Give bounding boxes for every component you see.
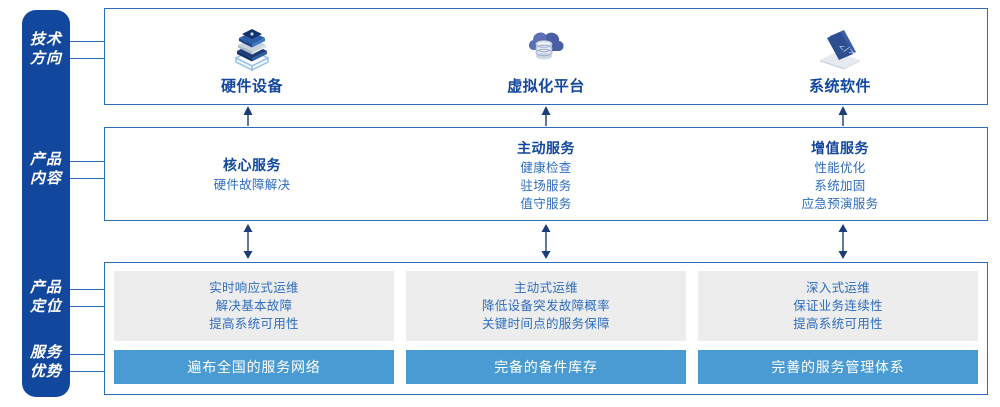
arrow-up-hardware xyxy=(241,106,255,127)
rail-label-line2: 定位 xyxy=(29,298,62,315)
bottom-column-3[interactable]: 深入式运维 保证业务连续性 提高系统可用性 完善的服务管理体系 xyxy=(698,271,978,386)
content-item: 硬件故障解决 xyxy=(213,177,291,192)
rail-label-line1: 技术 xyxy=(29,31,62,48)
technology-item-label: 硬件设备 xyxy=(220,78,283,95)
arrow-double-proactive-service xyxy=(539,224,553,259)
rail-label-line2: 内容 xyxy=(29,170,62,187)
rail-label-line1: 产品 xyxy=(29,151,62,168)
connector-line-positioning-b xyxy=(70,306,105,307)
content-column-proactive-service[interactable]: 主动服务 健康检查 驻场服务 值守服务 xyxy=(399,128,693,220)
positioning-advantage-panel: 实时响应式运维 解决基本故障 提高系统可用性 遍布全国的服务网络 主动式运维 降… xyxy=(104,262,988,395)
connector-line-advantage-a xyxy=(70,354,105,355)
technology-item-label: 虚拟化平台 xyxy=(507,78,585,95)
positioning-line: 提高系统可用性 xyxy=(209,317,299,331)
server-stack-icon xyxy=(228,21,276,73)
positioning-box-realtime: 实时响应式运维 解决基本故障 提高系统可用性 xyxy=(114,271,394,341)
technology-item-system-software[interactable]: </> 系统软件 xyxy=(693,9,987,104)
content-item: 驻场服务 xyxy=(520,179,572,193)
connector-line-technology-a xyxy=(70,41,105,42)
positioning-box-proactive: 主动式运维 降低设备突发故障概率 关键时间点的服务保障 xyxy=(406,271,686,341)
product-content-panel: 核心服务 硬件故障解决 主动服务 健康检查 驻场服务 值守服务 增值服务 性能优… xyxy=(104,127,988,221)
positioning-line: 关键时间点的服务保障 xyxy=(481,317,610,331)
technology-direction-panel: 硬件设备 虚拟 xyxy=(104,8,988,105)
rail-label-technology-direction: 技术 方向 xyxy=(22,30,70,68)
rail-label-line1: 服务 xyxy=(29,344,62,361)
content-item: 性能优化 xyxy=(814,161,866,175)
positioning-line: 主动式运维 xyxy=(513,281,578,295)
advantage-bar-management-system[interactable]: 完善的服务管理体系 xyxy=(698,350,978,384)
content-column-core-service[interactable]: 核心服务 硬件故障解决 xyxy=(105,128,399,220)
positioning-line: 降低设备突发故障概率 xyxy=(481,299,610,313)
cloud-database-icon xyxy=(522,21,570,73)
content-item: 系统加固 xyxy=(814,179,866,193)
arrow-up-system-software xyxy=(836,106,850,127)
rail-label-service-advantage: 服务 优势 xyxy=(22,343,70,381)
technology-item-label: 系统软件 xyxy=(808,78,871,95)
content-item: 健康检查 xyxy=(520,161,572,175)
content-item: 应急预演服务 xyxy=(801,197,879,211)
positioning-line: 保证业务连续性 xyxy=(793,299,883,313)
rail-label-line2: 方向 xyxy=(29,50,62,67)
arrow-double-core-service xyxy=(241,224,255,259)
rail-label-line2: 优势 xyxy=(29,363,62,380)
positioning-line: 提高系统可用性 xyxy=(793,317,883,331)
arrow-double-value-added-service xyxy=(836,224,850,259)
content-column-title: 主动服务 xyxy=(517,140,575,156)
positioning-box-indepth: 深入式运维 保证业务连续性 提高系统可用性 xyxy=(698,271,978,341)
technology-item-virtualization[interactable]: 虚拟化平台 xyxy=(399,9,693,104)
connector-line-technology-b xyxy=(70,58,105,59)
content-column-value-added-service[interactable]: 增值服务 性能优化 系统加固 应急预演服务 xyxy=(693,128,987,220)
positioning-line: 深入式运维 xyxy=(805,281,870,295)
connector-line-content-a xyxy=(70,161,105,162)
content-item: 值守服务 xyxy=(520,197,572,211)
bottom-column-2[interactable]: 主动式运维 降低设备突发故障概率 关键时间点的服务保障 完备的备件库存 xyxy=(406,271,686,386)
positioning-line: 解决基本故障 xyxy=(215,299,293,313)
rail-label-line1: 产品 xyxy=(29,279,62,296)
advantage-bar-service-network[interactable]: 遍布全国的服务网络 xyxy=(114,350,394,384)
advantage-bar-spare-parts[interactable]: 完备的备件库存 xyxy=(406,350,686,384)
content-column-title: 增值服务 xyxy=(811,140,869,156)
connector-line-advantage-b xyxy=(70,371,105,372)
connector-line-positioning-a xyxy=(70,289,105,290)
technology-item-hardware[interactable]: 硬件设备 xyxy=(105,9,399,104)
positioning-line: 实时响应式运维 xyxy=(209,281,299,295)
bottom-column-1[interactable]: 实时响应式运维 解决基本故障 提高系统可用性 遍布全国的服务网络 xyxy=(114,271,394,386)
rail-label-product-positioning: 产品 定位 xyxy=(22,278,70,316)
arrow-up-virtualization xyxy=(539,106,553,127)
content-column-title: 核心服务 xyxy=(223,156,281,173)
category-rail xyxy=(22,10,70,397)
laptop-code-icon: </> xyxy=(814,21,866,73)
rail-label-product-content: 产品 内容 xyxy=(22,150,70,188)
connector-line-content-b xyxy=(70,178,105,179)
